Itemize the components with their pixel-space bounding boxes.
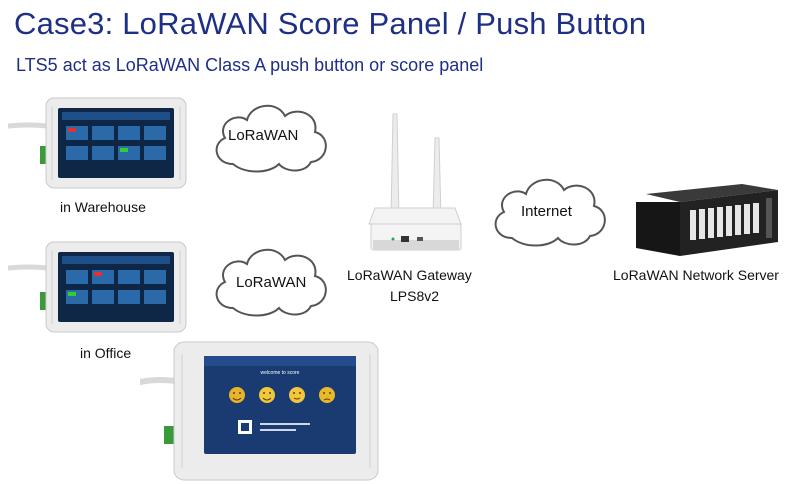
office-device — [8, 241, 187, 333]
score-panel-device: welcome to score — [140, 341, 379, 481]
warehouse-caption: in Warehouse — [60, 199, 146, 215]
page-subtitle: LTS5 act as LoRaWAN Class A push button … — [16, 55, 484, 75]
score-welcome-text: welcome to score — [261, 370, 300, 376]
office-caption: in Office — [80, 345, 132, 361]
lorawan-cloud-2-label: LoRaWAN — [236, 274, 307, 291]
gateway-caption-line1: LoRaWAN Gateway — [347, 267, 472, 283]
internet-cloud-label: Internet — [521, 203, 572, 220]
network-server-device — [636, 184, 778, 256]
lorawan-cloud-1 — [215, 105, 327, 173]
internet-cloud — [494, 179, 606, 247]
gateway-device — [368, 113, 462, 251]
warehouse-device — [8, 97, 187, 189]
network-server-caption: LoRaWAN Network Server — [613, 267, 779, 283]
lorawan-cloud-1-label: LoRaWAN — [228, 127, 299, 144]
gateway-caption-line2: LPS8v2 — [390, 288, 440, 304]
score-faces[interactable] — [229, 387, 335, 403]
lorawan-cloud-2 — [215, 249, 327, 317]
page-title: Case3: LoRaWAN Score Panel / Push Button — [14, 6, 647, 41]
